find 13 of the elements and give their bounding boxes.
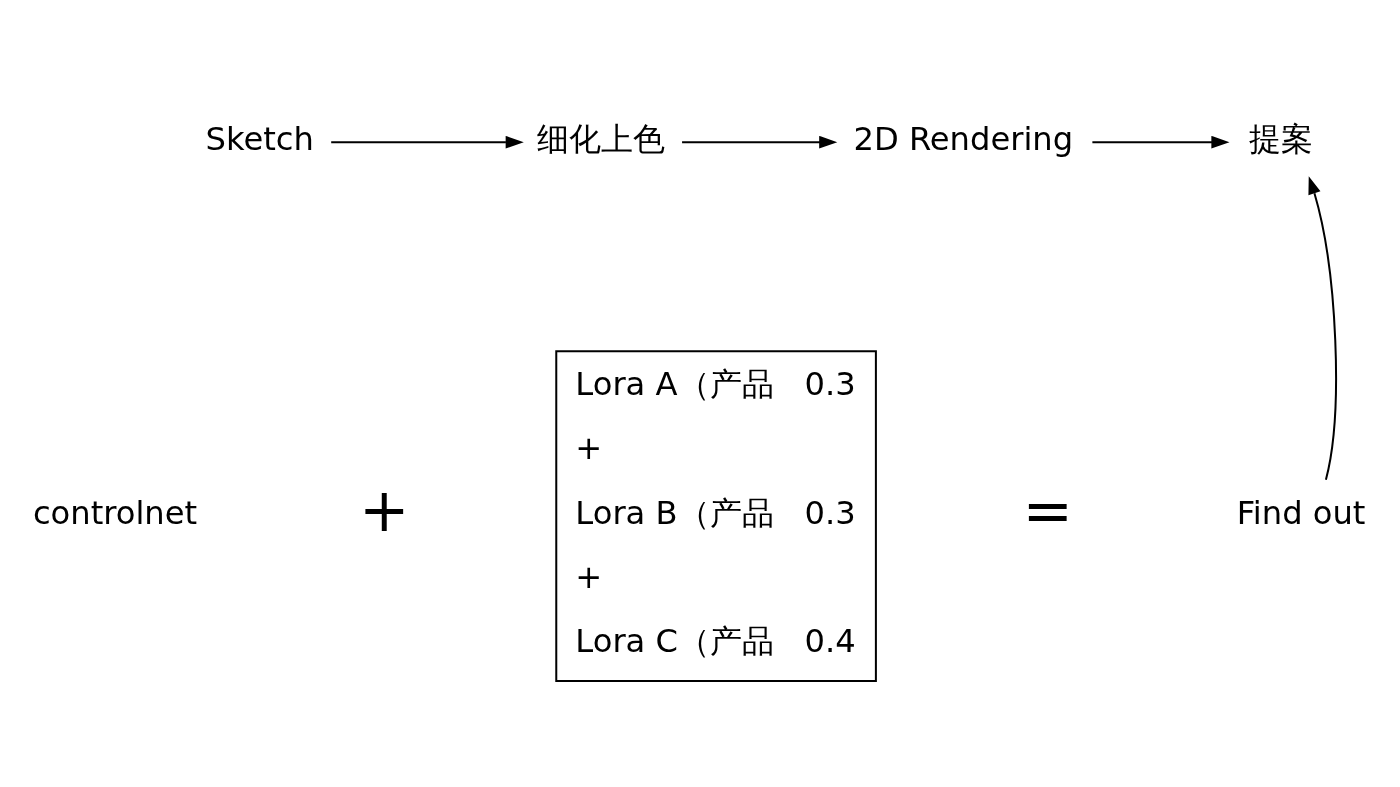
arrow bbox=[331, 135, 524, 149]
arrow bbox=[1092, 135, 1230, 149]
node-box: Lora A（产品 0.3 + Lora B（产品 0.3 + Lora C（产品 0.4 bbox=[555, 350, 877, 682]
node-text: Find out bbox=[1236, 493, 1366, 532]
node-text: 2D Rendering bbox=[853, 119, 1074, 158]
label: = bbox=[1022, 475, 1074, 546]
label: controlnet bbox=[32, 493, 198, 532]
arrow bbox=[1308, 176, 1337, 480]
node-text: 细化上色 bbox=[537, 119, 666, 158]
node-text: 提案 bbox=[1248, 119, 1313, 158]
arrow bbox=[682, 135, 838, 149]
node-text: Sketch bbox=[205, 119, 314, 158]
label: + bbox=[359, 475, 410, 546]
